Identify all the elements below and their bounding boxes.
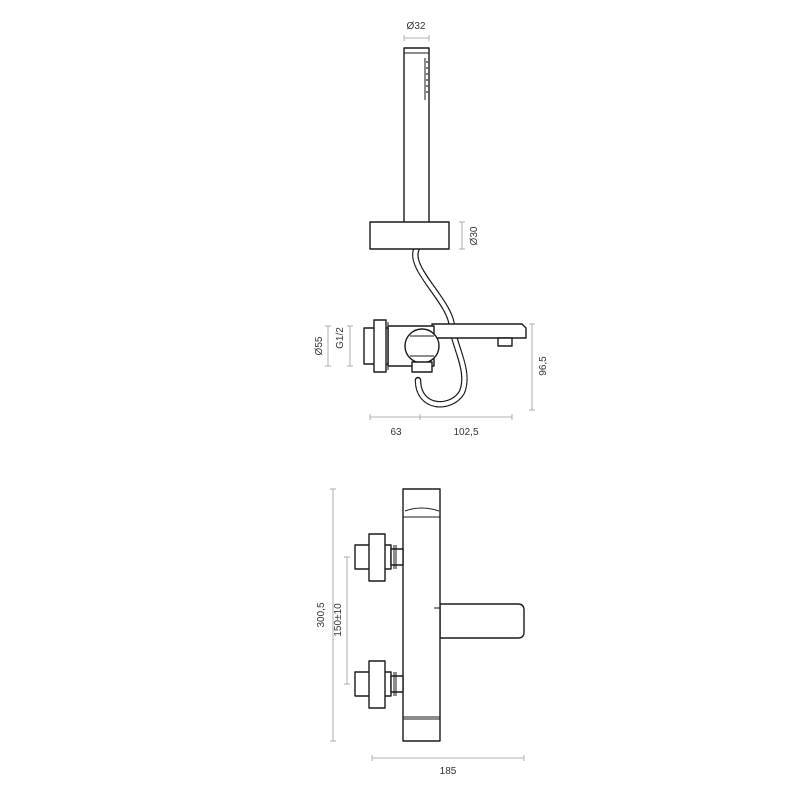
side-spout bbox=[431, 323, 527, 347]
side-view: Ø32 Ø30 Ø55 G1/2 96,5 63 102,5 bbox=[314, 21, 549, 438]
front-valve-bottom bbox=[354, 660, 404, 709]
dim-holder-diameter: Ø30 bbox=[469, 226, 480, 245]
front-dimensions: 300,5 150±10 185 bbox=[316, 488, 525, 777]
side-mixer-body bbox=[363, 319, 440, 373]
front-valve-top bbox=[354, 533, 404, 582]
shower-holder bbox=[369, 221, 450, 250]
dim-thread: G1/2 bbox=[335, 327, 346, 349]
shower-hose bbox=[412, 244, 468, 408]
dim-centers: 150±10 bbox=[333, 603, 344, 637]
front-view: 300,5 150±10 185 bbox=[316, 488, 525, 777]
dim-overall-width: 185 bbox=[440, 766, 457, 777]
dim-overall-height: 300,5 bbox=[316, 602, 327, 627]
dim-width-right: 102,5 bbox=[453, 427, 478, 438]
front-spout bbox=[439, 603, 525, 639]
front-mixer-body bbox=[402, 488, 441, 742]
dim-side-height: 96,5 bbox=[538, 356, 549, 376]
dim-width-left: 63 bbox=[390, 427, 402, 438]
side-dimensions: Ø32 Ø30 Ø55 G1/2 96,5 63 102,5 bbox=[314, 21, 549, 438]
hand-shower bbox=[403, 47, 430, 224]
dim-hand-shower-diameter: Ø32 bbox=[407, 21, 426, 32]
dim-side-diameter: Ø55 bbox=[314, 336, 325, 355]
